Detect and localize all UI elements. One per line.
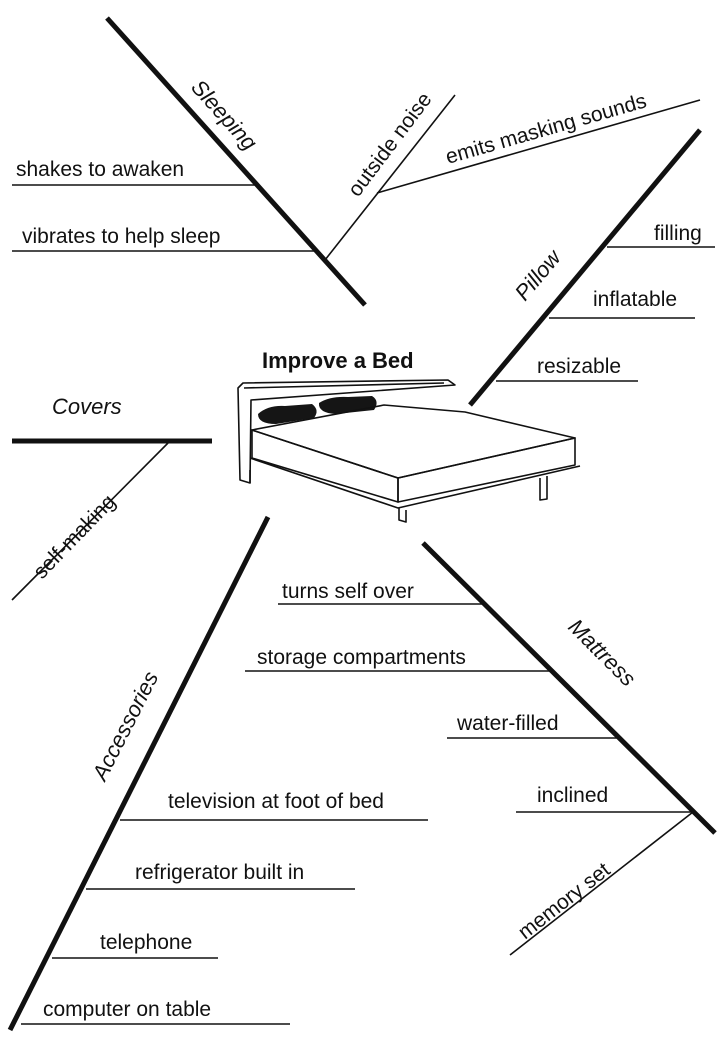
covers-label: Covers [52,394,122,419]
sleeping-item-vibrates: vibrates to help sleep [22,225,220,248]
accessories-item-television: television at foot of bed [168,790,384,813]
pillow-item-resizable: resizable [537,355,621,378]
sub-line [324,94,456,261]
mattress-item-storage: storage compartments [257,646,466,669]
branch-mattress: Mattress turns self over storage compart… [245,541,717,956]
accessories-label: Accessories [86,667,163,786]
bed-headboard-trim [243,382,445,389]
mattress-main-line [421,541,717,835]
bed-mattress-front [397,437,576,503]
sub-line [376,99,701,194]
bed-frame [249,457,581,509]
branch-pillow: Pillow filling inflatable resizable [468,128,715,407]
accessories-item-refrigerator: refrigerator built in [135,861,304,884]
sleeping-item-masking: emits masking sounds [443,89,649,168]
accessories-main-line [7,515,271,1032]
branch-sleeping: Sleeping shakes to awaken vibrates to he… [12,16,701,307]
sleeping-item-outside-noise: outside noise [344,88,437,201]
mattress-item-memory: memory set [514,858,615,944]
bed-headboard [237,379,456,484]
pillow-item-filling: filling [654,222,702,245]
bed-illustration [237,379,581,523]
pillow-main-line [468,128,702,407]
covers-item-self-making: self-making [29,490,120,583]
sleeping-label: Sleeping [186,75,262,156]
branch-covers: Covers self-making [11,394,212,601]
sub-line [11,440,171,601]
bed-leg [398,508,407,523]
mattress-item-water: water-filled [456,712,559,735]
sleeping-main-line [105,16,367,307]
sleeping-item-shakes: shakes to awaken [16,158,184,181]
mattress-label: Mattress [563,614,640,691]
page-title: Improve a Bed [262,348,414,373]
accessories-item-telephone: telephone [100,931,192,954]
mattress-item-turns: turns self over [282,580,414,603]
pillow-item-inflatable: inflatable [593,288,677,311]
mattress-item-inclined: inclined [537,784,608,807]
bed-pillow-left [258,404,317,424]
bed-leg [539,476,548,501]
accessories-item-computer: computer on table [43,998,211,1021]
sub-line [509,811,694,956]
